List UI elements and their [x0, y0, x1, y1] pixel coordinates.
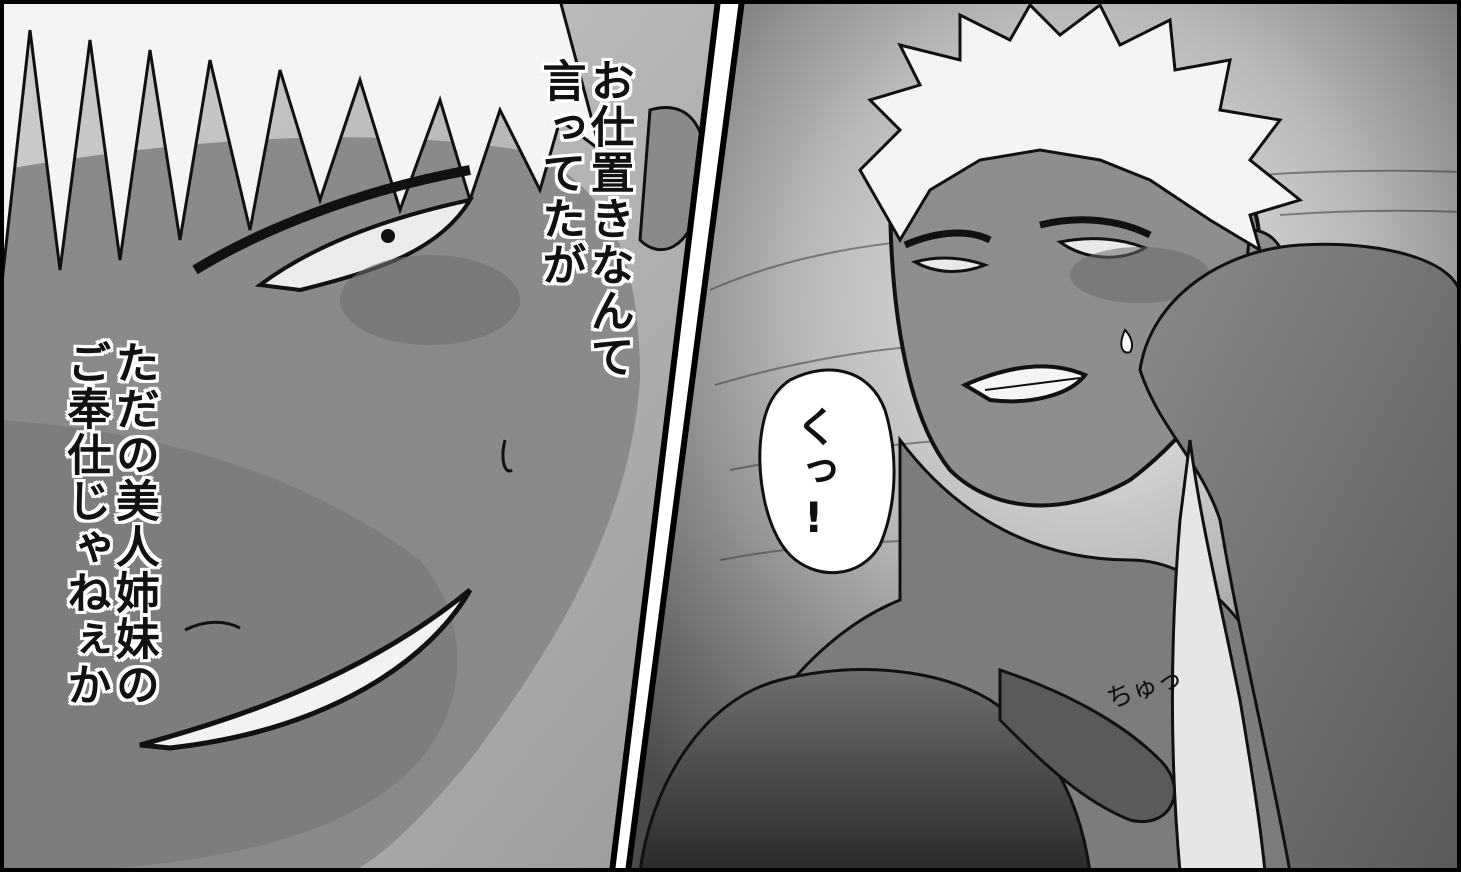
left-panel — [0, 0, 718, 872]
narration-line: ただの美人姉妹の — [107, 340, 159, 708]
narration-caption-1: お仕置きなんて 言ってたが — [534, 58, 634, 380]
narration-caption-2: ただの美人姉妹の ご奉仕じゃねぇか — [59, 340, 159, 708]
speech-bubble-text: くっ! — [789, 405, 839, 544]
right-panel — [628, 0, 1461, 872]
narration-line: ご奉仕じゃねぇか — [59, 340, 111, 708]
narration-line: 言ってたが — [534, 58, 586, 288]
narration-line: お仕置きなんて — [582, 58, 634, 380]
